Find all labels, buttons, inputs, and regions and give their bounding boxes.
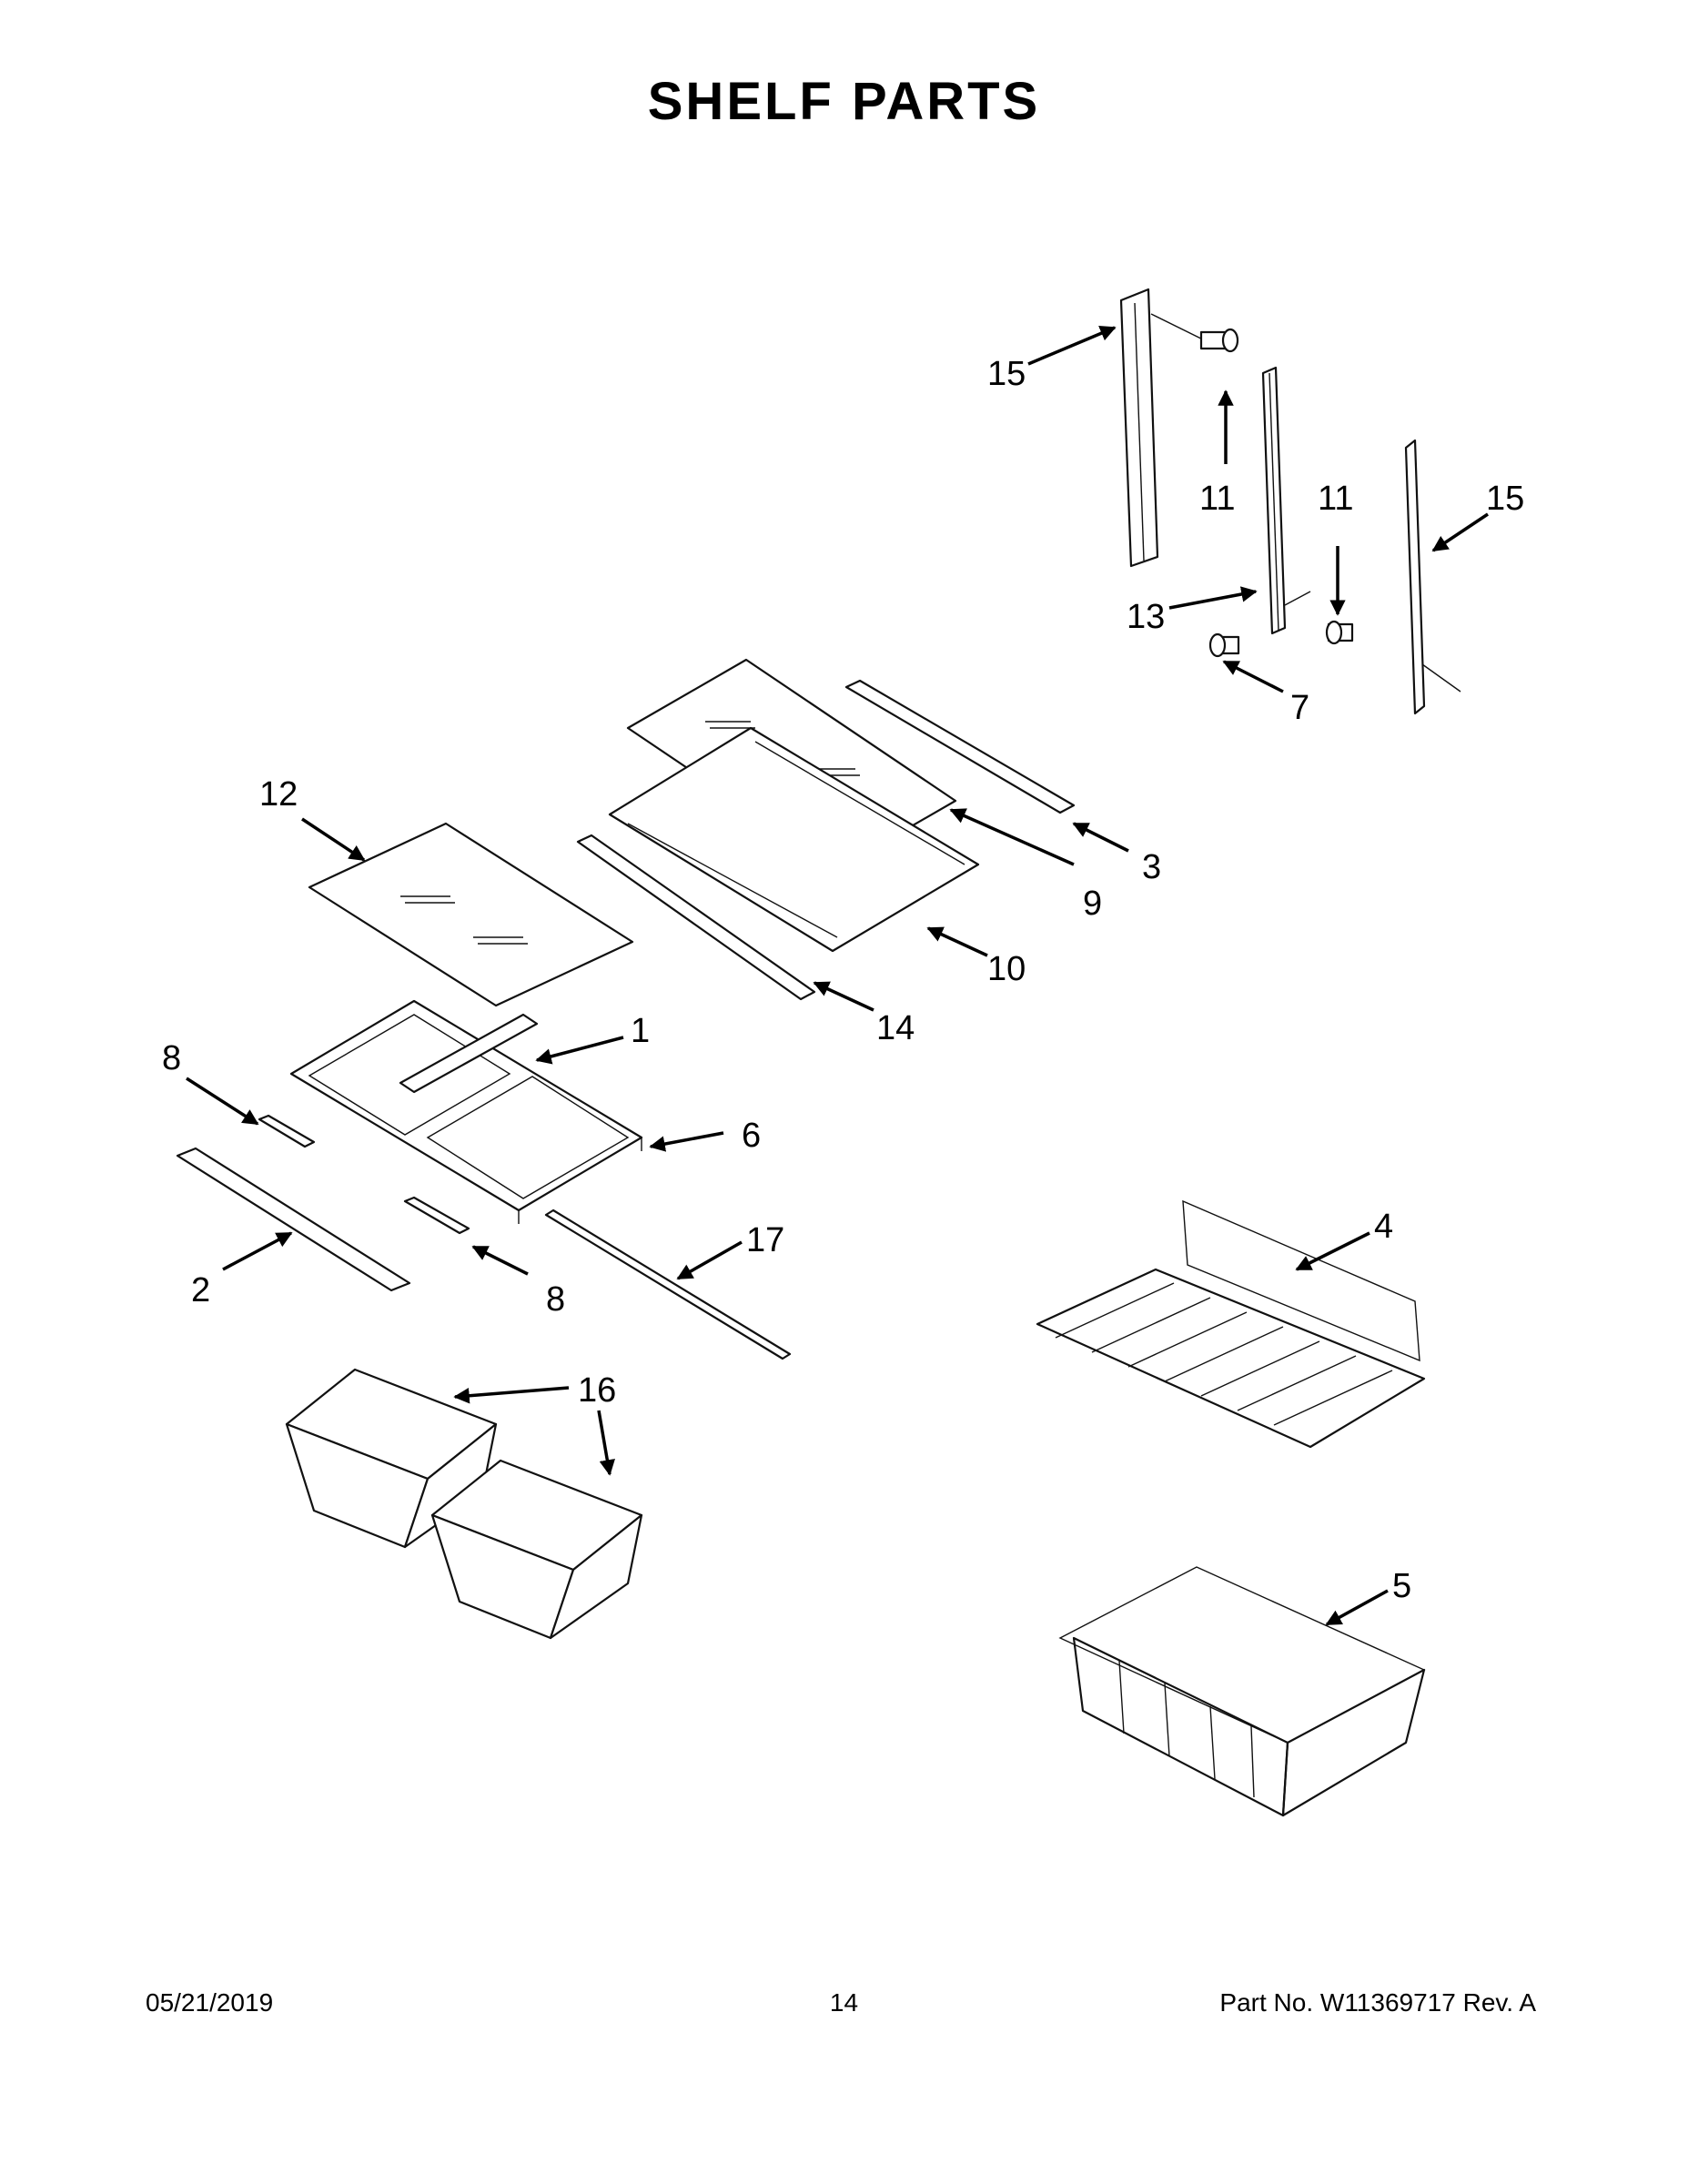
callout-2: 2 (191, 1271, 210, 1309)
callout-9: 9 (1083, 885, 1102, 923)
callout-7: 7 (1290, 689, 1309, 727)
callout-15-left: 15 (987, 355, 1026, 393)
crisper-rod (544, 1208, 792, 1360)
crisper-guide-upper (258, 1114, 316, 1148)
screw-upper (1199, 328, 1239, 353)
crisper-slide-assembly (399, 1013, 539, 1094)
shelf-trim-rear (844, 679, 1076, 814)
shelf-glass-lower (308, 822, 634, 1007)
callout-6: 6 (742, 1117, 761, 1155)
page-title: SHELF PARTS (647, 72, 1041, 131)
wire-basket (1058, 1566, 1426, 1817)
callout-10: 10 (987, 950, 1026, 988)
callout-4: 4 (1374, 1208, 1393, 1246)
callout-11-right: 11 (1318, 480, 1353, 518)
wire-shelf (1036, 1199, 1426, 1449)
shelf-frame (608, 726, 980, 953)
shelf-standard-center (1261, 366, 1311, 635)
callout-16: 16 (578, 1371, 616, 1410)
callout-1: 1 (631, 1012, 650, 1050)
screw-right (1325, 620, 1354, 645)
crisper-cover-frame (289, 999, 643, 1224)
callout-8-upper: 8 (162, 1039, 181, 1077)
crisper-front-trim (176, 1147, 411, 1292)
callout-17: 17 (746, 1221, 784, 1259)
callout-8-lower: 8 (546, 1280, 565, 1319)
callout-12: 12 (259, 775, 298, 814)
screw-lower (1208, 632, 1240, 658)
callout-5: 5 (1392, 1567, 1411, 1605)
crisper-drawer-right (430, 1459, 643, 1640)
callout-3: 3 (1142, 848, 1161, 886)
crisper-guide-lower (403, 1196, 470, 1235)
footer-page-number: 14 (829, 1988, 859, 2017)
footer-date: 05/21/2019 (146, 1988, 274, 2017)
shelf-rail-right (1404, 439, 1461, 715)
crisper-drawer-left (285, 1368, 498, 1549)
callout-13: 13 (1127, 598, 1165, 636)
footer-part-number: Part No. W11369717 Rev. A (1219, 1988, 1536, 2017)
callout-14: 14 (876, 1009, 915, 1047)
callout-11-left: 11 (1199, 480, 1235, 518)
callout-15-right: 15 (1486, 480, 1524, 518)
shelf-rail-left (1119, 288, 1220, 568)
